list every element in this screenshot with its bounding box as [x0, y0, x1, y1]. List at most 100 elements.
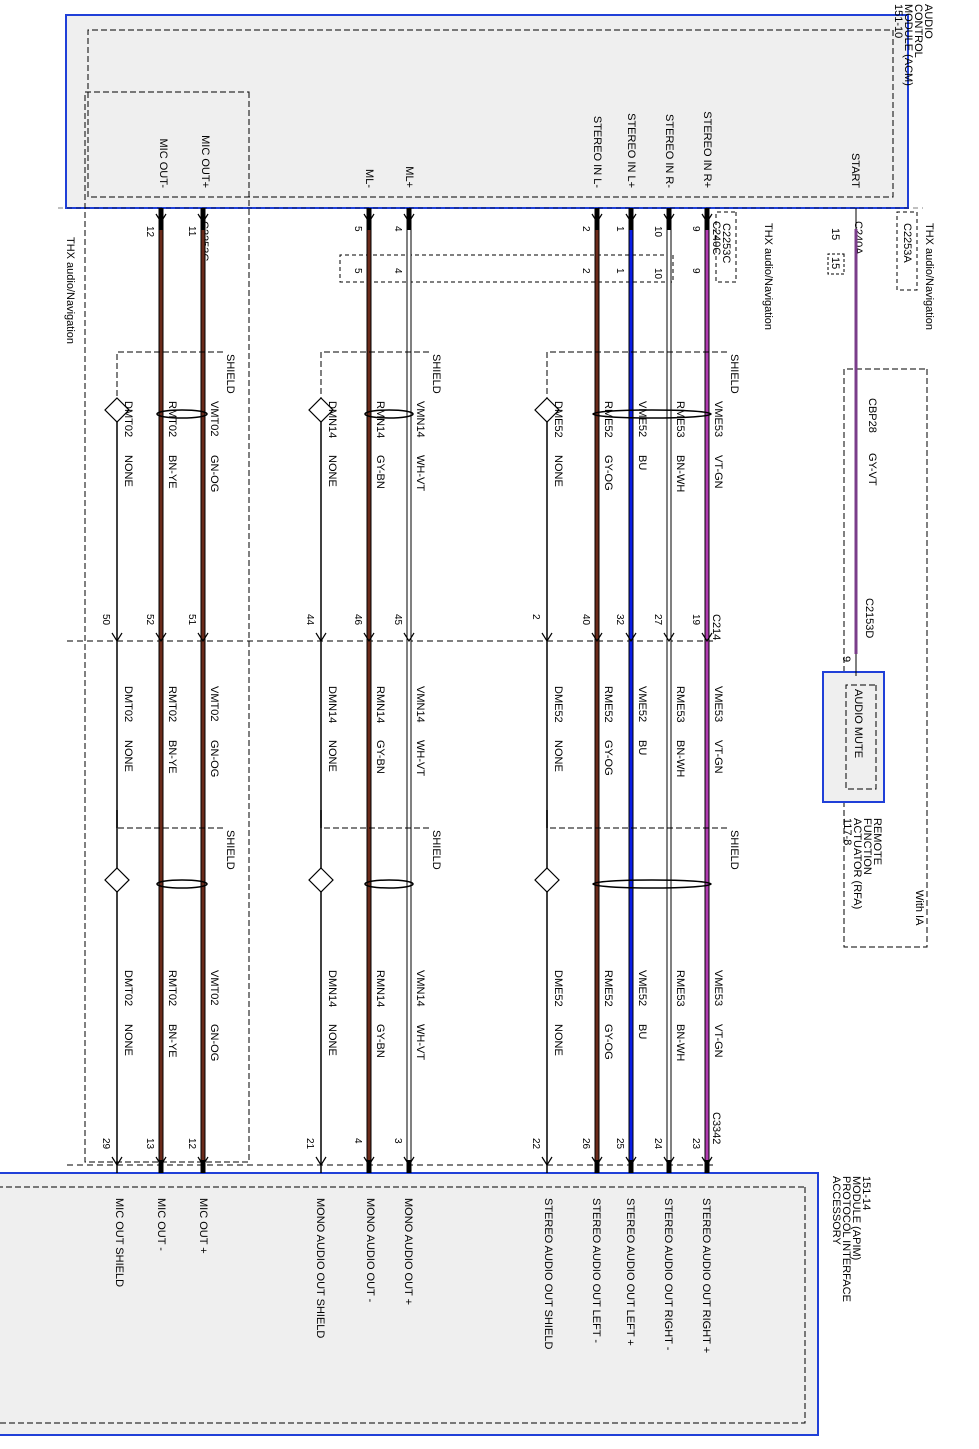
pin-labels-layer: 1923992724101032251140262222245344464554…: [100, 226, 701, 1150]
vme52-color-label: BU: [636, 1024, 648, 1039]
apim-pin-mono-out-minus: MONO AUDIO OUT -: [364, 1198, 376, 1303]
acm-module: AUDIO CONTROL MODULE (ACM) 151-10 START …: [65, 4, 934, 1163]
vmn14-c3342-pin: 3: [392, 1138, 403, 1144]
acm-pin-ml-minus: ML-: [363, 169, 375, 188]
dme52-c3342-arrow: [541, 1156, 553, 1167]
acm-title-2: CONTROL: [912, 4, 924, 58]
mono-shield-box-0: [320, 351, 429, 402]
dmt02-color-label: NONE: [122, 455, 134, 487]
apim-title-4: 151-14: [860, 1176, 872, 1210]
dmn14-code-label: DMN14: [326, 686, 338, 723]
rme53-color-label: BN-WH: [674, 1024, 686, 1061]
thx-label-stereo: THX audio/Navigation: [762, 223, 774, 330]
dme52-color-label: NONE: [552, 740, 564, 772]
vmt02-code-label: VMT02: [208, 686, 220, 721]
rme52-color-label: GY-OG: [602, 1024, 614, 1060]
start-circuit: 15 15 CBP28 GY-VT 9: [827, 208, 878, 676]
stereo-twist-1: [592, 879, 712, 889]
dme52-color-label: NONE: [552, 1024, 564, 1056]
vmt02-c2253c-pin: 11: [186, 226, 197, 237]
start-pin-c2253a-box: [827, 253, 845, 275]
rmt02-c3342-pin: 13: [144, 1138, 155, 1150]
dmt02-c214-pin: 50: [100, 614, 111, 626]
dmn14-c214-arrow: [315, 632, 327, 643]
vme52-c240-arrow: [625, 213, 637, 224]
mono-twist-0: [364, 409, 414, 419]
vme53-code-label: VME53: [712, 686, 724, 722]
vme52-code-label: VME52: [636, 401, 648, 437]
apim-pin-stereo-out-left-minus: STEREO AUDIO OUT LEFT -: [590, 1198, 602, 1343]
vme53-color-label: VT-GN: [712, 1024, 724, 1058]
rmn14-color-label: GY-BN: [374, 740, 386, 774]
thx-mic-option-box: [84, 91, 250, 1163]
rme53-code-label: RME53: [674, 401, 686, 438]
vmt02-c3342-arrow: [197, 1156, 209, 1167]
vme53-color-label: VT-GN: [712, 455, 724, 489]
rmn14-c214-arrow: [363, 632, 375, 643]
vmn14-code-label: VMN14: [414, 401, 426, 438]
rme52-c3342-pin: 26: [580, 1138, 591, 1150]
rme53-color-label: BN-WH: [674, 740, 686, 777]
vmn14-c214-arrow: [403, 632, 415, 643]
vmn14-code-label: VMN14: [414, 970, 426, 1007]
stereo-shield-box-0: [546, 351, 727, 402]
rmt02-code-label: RMT02: [166, 686, 178, 722]
apim-pin-stereo-out-left-plus: STEREO AUDIO OUT LEFT +: [624, 1198, 636, 1346]
vme53-code-label: VME53: [712, 970, 724, 1006]
vmt02-color-label: GN-OG: [208, 455, 220, 492]
vme53-c214-arrow: [701, 632, 713, 643]
mic-shield-label-0: SHIELD: [224, 354, 236, 394]
rme53-c214-pin: 27: [652, 614, 663, 626]
vmt02-c214-pin: 51: [186, 614, 197, 626]
apim-pin-stereo-out-right-minus: STEREO AUDIO OUT RIGHT -: [662, 1198, 674, 1351]
rmt02-c240-arrow: [155, 213, 167, 224]
start-pin-c240a: 15: [829, 228, 841, 240]
apim-title-2: PROTOCOL INTERFACE: [840, 1176, 852, 1302]
rmn14-c240c-pin: 5: [352, 226, 363, 232]
rmt02-c3342-arrow: [155, 1156, 167, 1167]
rme52-c240c-pin: 2: [580, 226, 591, 232]
mic-shield-diamond-1: [104, 867, 130, 893]
rmt02-code-label: RMT02: [166, 401, 178, 437]
dmn14-code-label: DMN14: [326, 401, 338, 438]
rme52-c2253c-pin: 2: [580, 268, 591, 274]
dmt02-c3342-pin: 29: [100, 1138, 111, 1150]
mono-shield-box-1: [320, 827, 429, 878]
cbp28-color: GY-VT: [866, 453, 878, 486]
vmn14-c3342-arrow: [403, 1156, 415, 1167]
mic-shield-box-1: [116, 827, 223, 878]
rfa-module: AUDIO MUTE REMOTE FUNCTION ACTUATOR (RFA…: [822, 671, 885, 909]
rfa-option-box: With IA: [843, 368, 928, 948]
rmn14-code-label: RMN14: [374, 970, 386, 1007]
rfa-condition-label: With IA: [913, 890, 925, 926]
apim-pin-mic-out-plus: MIC OUT +: [197, 1198, 209, 1254]
rme52-color-label: GY-OG: [602, 455, 614, 491]
rmn14-c214-pin: 46: [352, 614, 363, 626]
dmn14-color-label: NONE: [326, 1024, 338, 1056]
vme52-c3342-arrow: [625, 1156, 637, 1167]
acm-pin-start: START: [849, 153, 861, 188]
vme52-code-label: VME52: [636, 686, 648, 722]
rfa-title-3: ACTUATOR (RFA): [851, 818, 863, 909]
stereo-shield-label-0: SHIELD: [728, 354, 740, 394]
mono-shield-diamond-0: [308, 397, 334, 423]
c2253c-top-label-box: [715, 211, 737, 283]
stereo-shield-diamond-1: [534, 867, 560, 893]
start-pin-c2253a: 15: [829, 257, 841, 269]
rfa-pin-audio-mute: AUDIO MUTE: [852, 689, 864, 758]
stereo-shield-box-1: [546, 827, 727, 878]
acm-title-1: AUDIO: [922, 4, 934, 39]
rmn14-code-label: RMN14: [374, 686, 386, 723]
vme53-color-label: VT-GN: [712, 740, 724, 774]
c2253c-top-label: C2253C: [720, 223, 732, 263]
acm-pin-stereo-in-r-plus: STEREO IN R+: [701, 111, 713, 188]
dme52-code-label: DME52: [552, 970, 564, 1007]
wires-layer: [111, 208, 713, 1173]
rmt02-c214-pin: 52: [144, 614, 155, 626]
apim-module: ACCESSORY PROTOCOL INTERFACE MODULE (API…: [0, 1172, 872, 1436]
rme53-c3342-arrow: [663, 1156, 675, 1167]
c2253a-box: [896, 211, 918, 291]
mono-shield-label-0: SHIELD: [430, 354, 442, 394]
